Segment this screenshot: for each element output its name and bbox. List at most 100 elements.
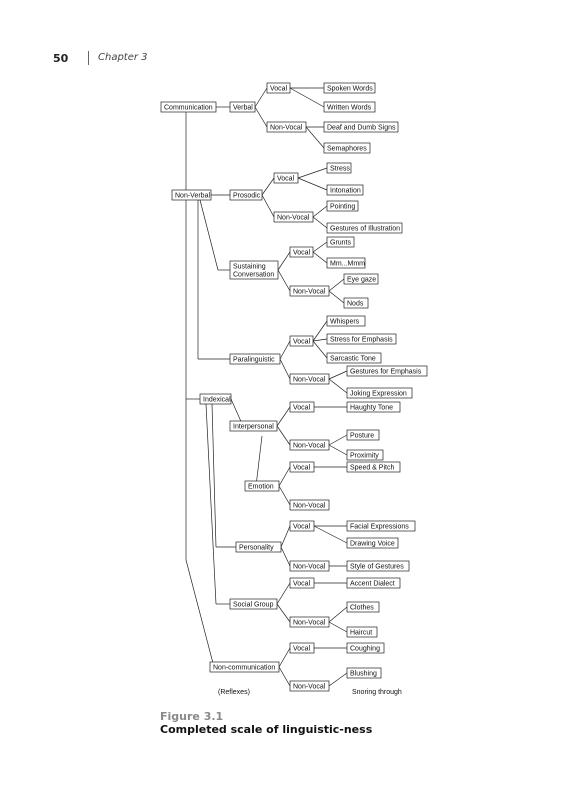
node-box <box>346 577 401 589</box>
node-emotion-vocal: Vocal <box>289 461 315 473</box>
connector-line <box>199 199 219 271</box>
node-label: Pointing <box>330 204 355 211</box>
node-box <box>235 541 282 553</box>
node-label: Non-Vocal <box>293 684 326 691</box>
node-label: Nods <box>347 301 364 308</box>
node-verbal-nonvocal: Non-Vocal <box>266 121 307 133</box>
node-non-verbal: Non-Verbal <box>171 189 212 201</box>
connector-line <box>185 559 215 668</box>
node-label: Spoken Words <box>327 86 373 93</box>
node-label: Posture <box>350 433 374 440</box>
node-label: Vocal <box>293 524 311 531</box>
node-box <box>323 142 371 154</box>
node-label: Vocal <box>277 176 295 183</box>
chapter-title: Chapter 3 <box>98 52 148 63</box>
node-label: Mm...Mmm <box>330 261 365 268</box>
node-box <box>326 315 366 327</box>
node-intonation: Intonation <box>326 184 364 196</box>
node-box <box>289 499 330 511</box>
node-label: Speed & Pitch <box>350 465 394 472</box>
connector-line <box>280 525 291 548</box>
node-label: Prosodic <box>233 193 261 200</box>
node-box <box>346 401 401 413</box>
node-box <box>346 537 399 549</box>
node-interpersonal: Interpersonal <box>229 420 278 432</box>
node-box <box>160 101 217 113</box>
node-box <box>346 642 385 654</box>
connector-line <box>211 403 217 548</box>
node-sustaining-vocal: Vocal <box>289 246 314 258</box>
node-box <box>289 520 315 532</box>
node-box <box>229 353 281 365</box>
node-box <box>346 667 382 679</box>
node-label: Stress for Emphasis <box>330 337 393 344</box>
node-label: Sarcastic Tone <box>330 356 376 363</box>
node-box <box>229 101 256 113</box>
node-box <box>289 461 315 473</box>
node-label: Non-Vocal <box>293 443 326 450</box>
connector-line <box>278 466 291 487</box>
node-label: Paralinguistic <box>233 357 275 364</box>
node-label: Indexical <box>203 397 231 404</box>
node-deaf-dumb-signs: Deaf and Dumb Signs <box>323 121 399 133</box>
node-stress: Stress <box>326 162 352 174</box>
node-joking-expression: Joking Expression <box>346 387 413 399</box>
connector-line <box>278 485 291 506</box>
node-label: Emotion <box>248 484 274 491</box>
node-para-nonvocal: Non-Vocal <box>289 373 330 385</box>
node-label: Non-Vocal <box>293 503 326 510</box>
node-label: Intonation <box>330 188 361 195</box>
node-box <box>326 222 403 234</box>
connector-line <box>313 525 348 544</box>
node-label: Grunts <box>330 240 352 247</box>
node-label: Gestures for Emphasis <box>350 369 422 376</box>
connector-line <box>328 378 348 394</box>
node-social-vocal: Vocal <box>289 577 315 589</box>
node-label: Verbal <box>233 105 253 112</box>
node-box <box>289 616 330 628</box>
node-stress-emphasis: Stress for Emphasis <box>326 333 397 345</box>
node-box <box>266 82 291 94</box>
node-box <box>346 520 416 532</box>
node-blushing: Blushing <box>346 667 382 679</box>
connector-line <box>255 435 263 487</box>
header-divider <box>88 51 89 65</box>
node-box <box>289 439 330 451</box>
node-sarcastic-tone: Sarcastic Tone <box>326 352 382 364</box>
node-label: Deaf and Dumb Signs <box>327 125 396 132</box>
node-label: Social Group <box>233 602 274 609</box>
node-box <box>289 577 315 589</box>
node-accent-dialect: Accent Dialect <box>346 577 401 589</box>
connector-line <box>276 425 291 446</box>
node-label: Interpersonal <box>233 424 274 431</box>
node-box <box>323 82 376 94</box>
node-box <box>289 560 330 572</box>
node-noncomm-nonvocal: Non-Vocal <box>289 680 330 692</box>
snoring-note: Snoring through <box>352 689 402 696</box>
node-label: Sustaining <box>233 264 266 271</box>
node-box <box>229 260 279 280</box>
node-label: Stress <box>330 166 350 173</box>
node-box <box>171 189 212 201</box>
connector-line <box>261 177 275 196</box>
node-label: Clothes <box>350 605 374 612</box>
node-label: Vocal <box>293 405 311 412</box>
node-label: Communication <box>164 105 213 112</box>
node-noncomm-vocal: Vocal <box>289 642 315 654</box>
connector-line <box>276 603 291 623</box>
node-label: Non-Vocal <box>270 125 303 132</box>
reflexes-note: (Reflexes) <box>218 689 250 696</box>
node-eye-gaze: Eye gaze <box>343 273 379 285</box>
connector-line <box>277 269 291 292</box>
connector-line <box>261 194 275 218</box>
node-label: Style of Gestures <box>350 564 404 571</box>
node-box <box>209 661 280 673</box>
node-semaphores: Semaphores <box>323 142 371 154</box>
node-label: Blushing <box>350 671 377 678</box>
node-box <box>289 401 315 413</box>
connector-line <box>328 672 348 687</box>
figure-caption: Completed scale of linguistic-ness <box>160 723 373 736</box>
